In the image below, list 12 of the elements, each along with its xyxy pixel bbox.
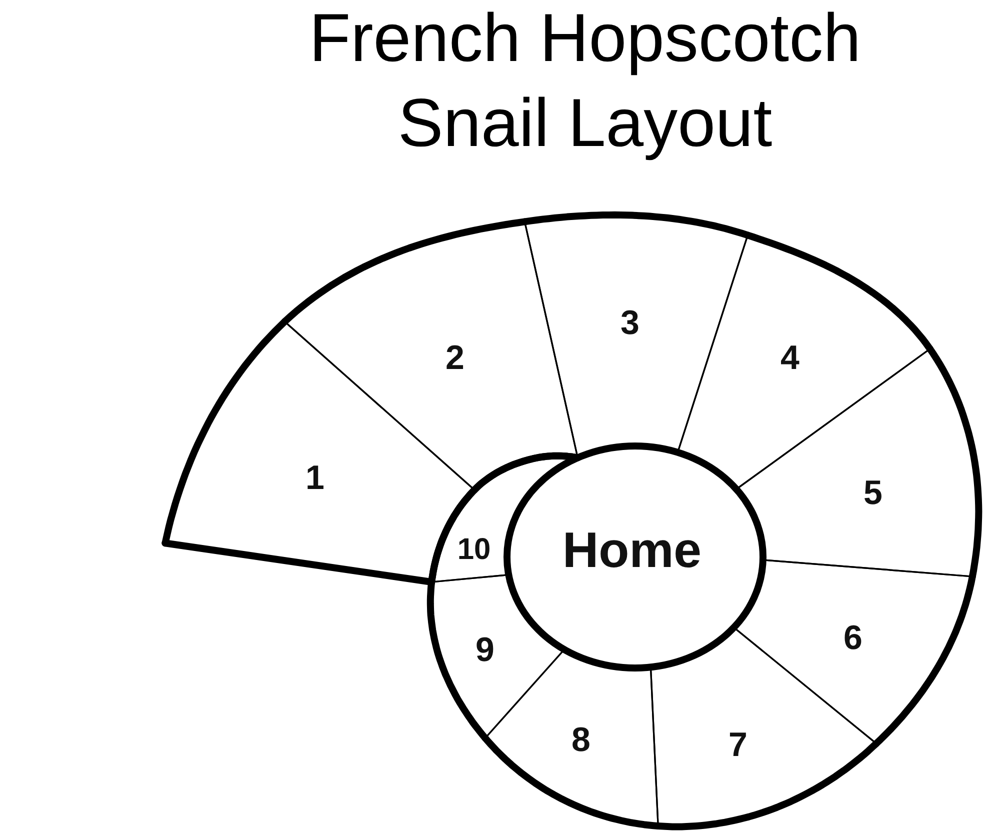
segment-number: 9 (476, 633, 494, 667)
segment-number: 10 (457, 535, 491, 565)
segment-number: 7 (728, 728, 748, 762)
segment-number: 1 (306, 461, 324, 495)
segment-number: 3 (620, 306, 640, 340)
segment-number: 8 (572, 723, 590, 757)
segment-number: 5 (864, 476, 882, 510)
segment-number: 6 (844, 621, 862, 655)
diagram-title: French Hopscotch Snail Layout (309, 0, 861, 161)
segment-number: 4 (780, 341, 800, 375)
segment-number: 2 (446, 341, 464, 375)
home-label: Home (562, 525, 702, 575)
